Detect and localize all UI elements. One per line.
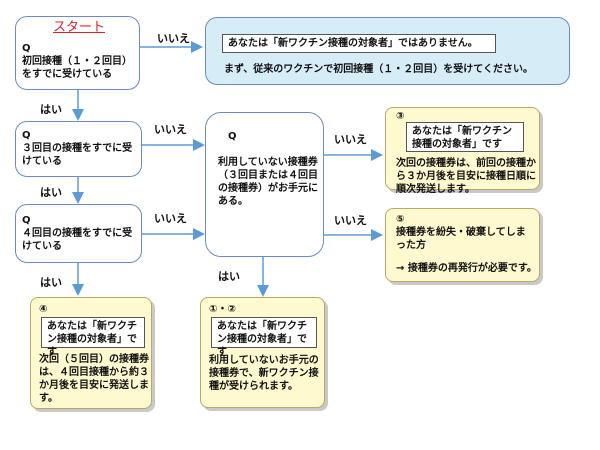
label-no-q3: いいえ <box>154 212 187 225</box>
result12-text: 利用していないお手元の接種券で、新ワクチン接種が受けられます。 <box>209 355 319 392</box>
label-no-q1: いいえ <box>157 32 190 45</box>
result4-number: ④ <box>39 304 48 315</box>
q4-mark: Q <box>228 131 237 142</box>
q1-text: 初回接種（１・２回目）をすでに受けている <box>22 56 132 80</box>
q3-text: ４回目の接種をすでに受けている <box>22 228 133 252</box>
result3-box: ③ あなたは「新ワクチン接種の対象者」です 次回の接種券は、前回の接種から３か月… <box>385 107 540 195</box>
q2-mark: Q <box>22 130 31 141</box>
result12-number: ①・② <box>209 304 236 315</box>
q4-box: Q 利用していない接種券（３回目または４回目の接種券）がお手元にある。 <box>205 112 324 257</box>
label-no-q4-3: いいえ <box>334 133 367 146</box>
result12-title: あなたは「新ワクチン接種の対象者」です <box>211 317 317 358</box>
q1-mark: Q <box>22 43 31 54</box>
result4-text: 次回（５回目）の接種券は、４回目接種から約３か月後を目安に発送します。 <box>39 354 149 404</box>
not-target-box: あなたは「新ワクチン接種の対象者」ではありません。 まず、従来のワクチンで初回接… <box>205 17 570 85</box>
result5-text1: 接種券を紛失・破棄してしまった方 <box>396 227 526 251</box>
label-no-q4-5: いいえ <box>334 214 367 227</box>
not-target-text: まず、従来のワクチンで初回接種（１・２回目）を受けてください。 <box>224 64 533 75</box>
start-label: スタート <box>53 20 106 35</box>
result3-text: 次回の接種券は、前回の接種から３か月後を目安に接種日順に順次発送します。 <box>396 158 536 195</box>
label-yes-q3: はい <box>40 276 62 289</box>
result5-text2: → 接種券の再発行が必要です。 <box>396 263 537 274</box>
result3-number: ③ <box>396 111 405 122</box>
result4-box: ④ あなたは「新ワクチン接種の対象者」です 次回（５回目）の接種券は、４回目接種… <box>30 297 152 409</box>
q2-text: ３回目の接種をすでに受けている <box>22 143 133 167</box>
label-yes-q4: はい <box>218 270 240 283</box>
q1-box: スタート Q 初回接種（１・２回目）をすでに受けている <box>15 16 140 90</box>
label-no-q2: いいえ <box>154 123 187 136</box>
q3-mark: Q <box>22 215 31 226</box>
result4-title: あなたは「新ワクチン接種の対象者」です <box>41 317 145 358</box>
result5-box: ⑤ 接種券を紛失・破棄してしまった方 → 接種券の再発行が必要です。 <box>385 208 540 282</box>
q3-box: Q ４回目の接種をすでに受けている <box>15 204 142 263</box>
result3-title: あなたは「新ワクチン接種の対象者」です <box>406 122 524 152</box>
result5-number: ⑤ <box>396 214 405 225</box>
not-target-title: あなたは「新ワクチン接種の対象者」ではありません。 <box>222 34 496 53</box>
q4-text: 利用していない接種券（３回目または４回目の接種券）がお手元にある。 <box>218 157 318 207</box>
result12-box: ①・② あなたは「新ワクチン接種の対象者」です 利用していないお手元の接種券で、… <box>200 297 325 408</box>
q2-box: Q ３回目の接種をすでに受けている <box>15 121 142 177</box>
label-yes-q2: はい <box>40 186 62 199</box>
label-yes-q1: はい <box>40 103 62 116</box>
